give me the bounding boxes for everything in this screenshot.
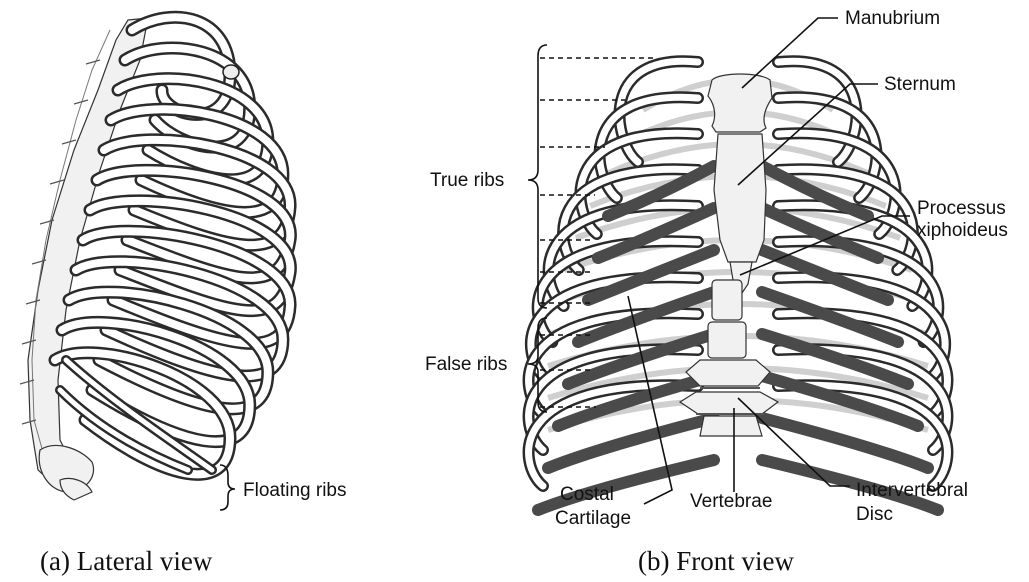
true-ribs-label: True ribs — [430, 170, 504, 191]
processus-label-line1: Processus — [917, 198, 1006, 219]
false-ribs-label: False ribs — [425, 354, 507, 375]
lateral-view-illustration — [20, 17, 290, 500]
sternum-label: Sternum — [884, 74, 956, 95]
front-view-caption: (b) Front view — [638, 546, 794, 576]
front-view-illustration — [529, 61, 948, 510]
sternum-body-bone — [714, 134, 766, 262]
manubrium-bone — [708, 74, 772, 132]
processus-label-line2: xiphoideus — [917, 220, 1008, 241]
lateral-rib-fill — [132, 17, 230, 114]
lateral-ribs — [55, 17, 290, 474]
costal-label-line1: Costal — [560, 484, 614, 505]
lateral-rib-head — [223, 65, 239, 79]
floating-ribs-label: Floating ribs — [243, 480, 347, 501]
intervertebral-label-line1: Intervertebral — [856, 480, 968, 501]
manubrium-label: Manubrium — [845, 8, 940, 29]
vertebrae-label: Vertebrae — [690, 491, 772, 512]
intervertebral-label-line2: Disc — [856, 504, 893, 525]
costal-label-line2: Cartilage — [555, 508, 631, 529]
lateral-view-caption: (a) Lateral view — [40, 546, 213, 576]
